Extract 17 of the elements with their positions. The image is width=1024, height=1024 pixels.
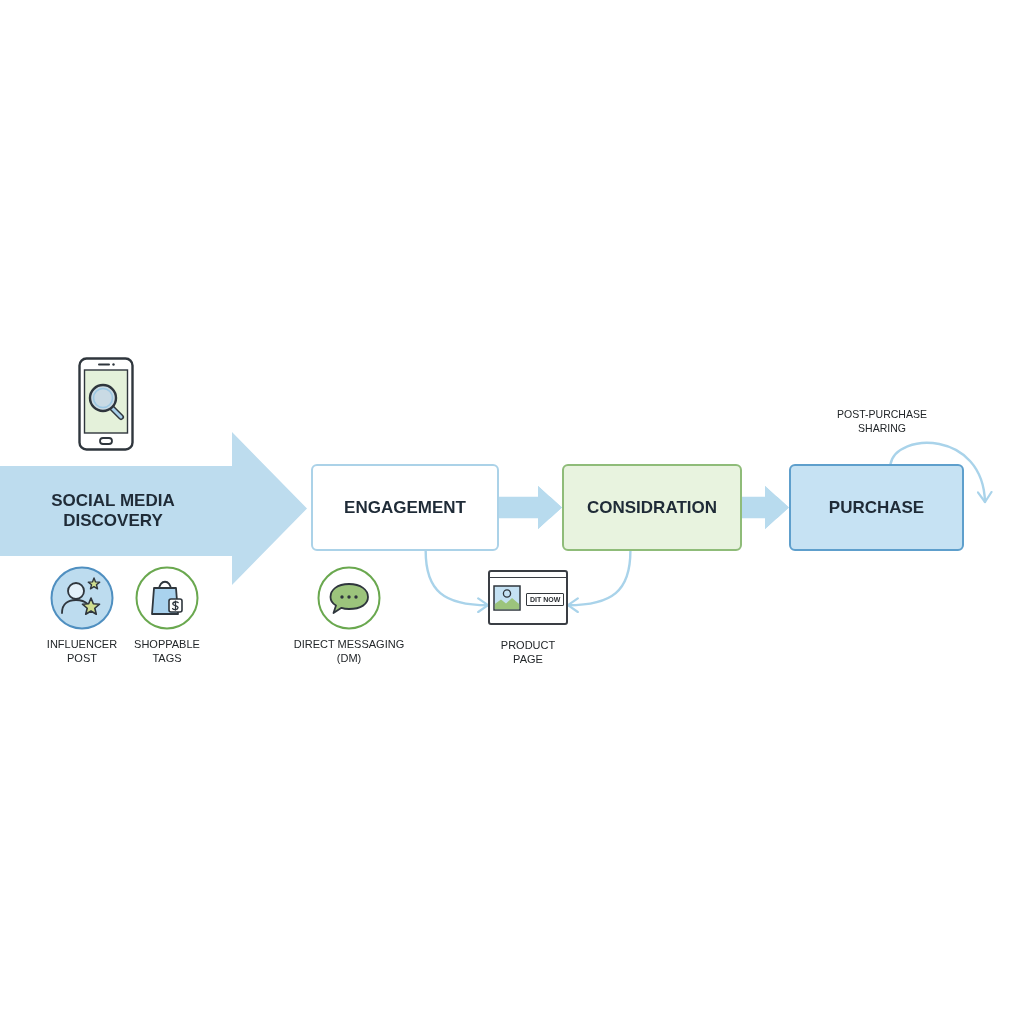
process-box	[311, 464, 499, 551]
block-arrow	[499, 485, 562, 530]
arrow-shape	[0, 432, 307, 585]
node-caption: PRODUCT PAGE	[499, 638, 557, 666]
curved-arrow	[566, 549, 632, 613]
block-arrow	[742, 485, 789, 530]
stage-label: PURCHASE	[828, 497, 925, 518]
icon-caption: DIRECT MESSAGING (DM)	[292, 637, 406, 665]
curved-arrow	[889, 441, 992, 504]
process-box	[562, 464, 742, 551]
curved-arrow	[424, 549, 490, 613]
icon-caption: SHOPPABLE TAGS	[133, 637, 201, 665]
icon-caption: INFLUENCER POST	[45, 637, 119, 665]
process-box	[789, 464, 964, 551]
stage-label: CONSIDRATION	[587, 497, 717, 518]
stage-label: ENGAGEMENT	[344, 497, 466, 518]
stage-label: SOCIAL MEDIA DISCOVERY	[50, 491, 176, 531]
